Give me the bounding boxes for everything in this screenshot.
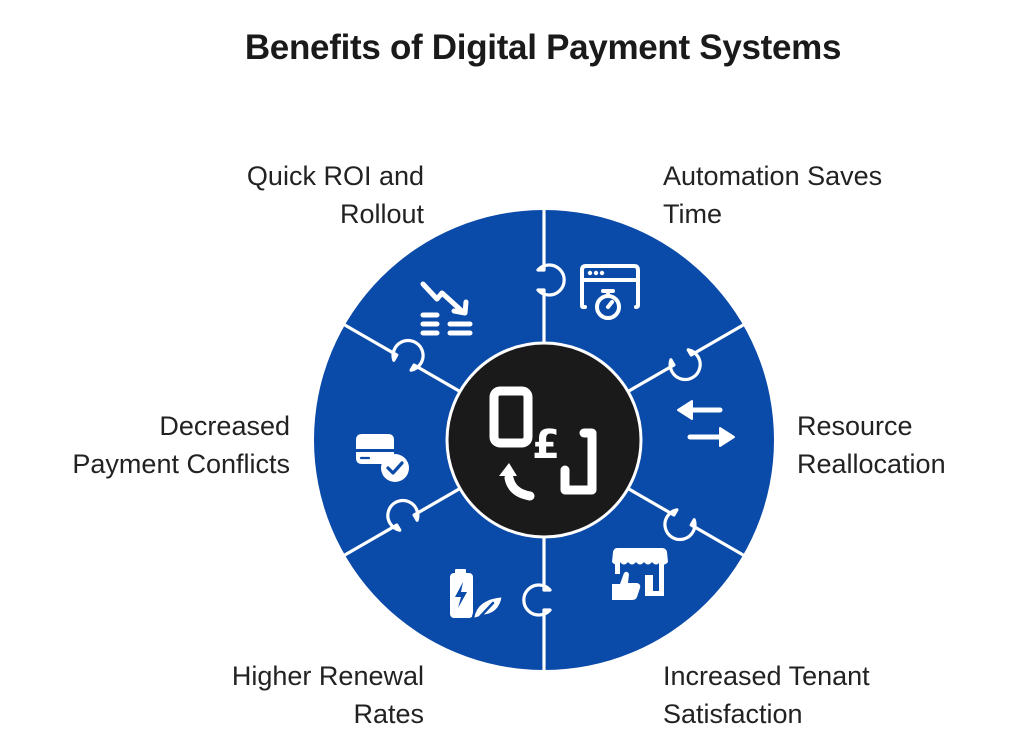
benefit-label-line2: Time <box>663 199 722 229</box>
benefit-label-renewal: Higher Renewal Rates <box>232 657 424 733</box>
browser-dots-icon <box>587 270 605 276</box>
store-thumbs-up-icon <box>612 548 668 600</box>
puzzle-dividers <box>343 208 745 672</box>
mobile-pound-payment-exchange-icon: £ <box>489 386 597 501</box>
card-check-icon <box>356 434 409 482</box>
divider-upper-left <box>343 323 462 394</box>
exchange-arrowhead-icon <box>499 463 517 476</box>
browser-stopwatch-icon <box>580 264 640 320</box>
swap-arrows-icon <box>677 400 735 447</box>
benefit-label-automation: Automation Saves Time <box>663 157 882 233</box>
svg-text:£: £ <box>532 422 560 468</box>
benefit-label-line2: Rollout <box>339 199 424 229</box>
benefit-label-line1: Quick ROI and <box>246 161 424 191</box>
benefit-label-line1: Automation Saves <box>663 161 883 191</box>
divider-lower-left <box>343 486 462 557</box>
benefit-label-line2: Rates <box>353 699 424 729</box>
downtrend-coins-icon <box>420 281 473 336</box>
divider-bottom <box>522 535 552 672</box>
benefit-label-line1: Resource <box>797 411 913 441</box>
benefit-label-line2: Payment Conflicts <box>72 449 290 479</box>
benefit-label-conflicts: Decreased Payment Conflicts <box>72 407 290 483</box>
divider-lower-right <box>626 486 745 557</box>
benefit-label-resource: Resource Reallocation <box>797 407 946 483</box>
battery-leaf-icon <box>450 569 505 622</box>
benefit-label-line1: Increased Tenant <box>663 661 870 691</box>
benefit-label-quick-roi: Quick ROI and Rollout <box>247 157 424 233</box>
benefit-label-line2: Reallocation <box>797 449 946 479</box>
page-title: Benefits of Digital Payment Systems <box>244 28 842 67</box>
divider-top <box>536 208 566 345</box>
benefit-label-line2: Satisfaction <box>663 699 803 729</box>
benefit-label-tenant: Increased Tenant Satisfaction <box>663 657 870 733</box>
divider-upper-right <box>626 323 745 394</box>
benefit-label-line1: Higher Renewal <box>231 661 424 691</box>
benefit-label-line1: Decreased <box>159 411 290 441</box>
